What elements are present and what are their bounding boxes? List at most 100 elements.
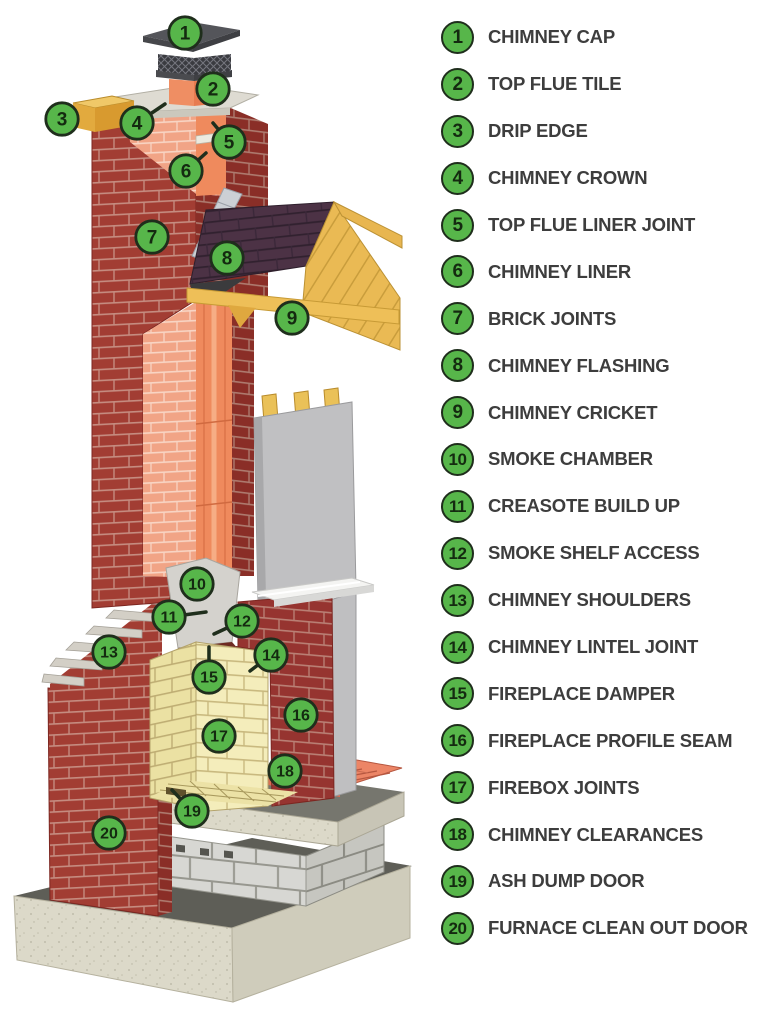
legend-label: CHIMNEY LINER: [488, 260, 632, 282]
diagram-marker-17: 17: [201, 718, 237, 754]
middle-cutaway: [143, 296, 254, 578]
marker-number: 15: [200, 670, 218, 687]
legend-number-badge: 2: [441, 67, 474, 101]
legend-label: CHIMNEY CLEARANCES: [488, 823, 703, 845]
legend-number: 11: [449, 496, 466, 516]
legend-item-7: 7 BRICK JOINTS: [430, 295, 764, 342]
legend-number: 20: [448, 918, 467, 938]
diagram-marker-4: 4: [119, 102, 167, 141]
legend-item-15: 15 FIREPLACE DAMPER: [430, 670, 764, 717]
legend-label: SMOKE CHAMBER: [488, 448, 653, 470]
legend-item-20: 20 FURNACE CLEAN OUT DOOR: [430, 905, 764, 952]
legend-item-9: 9 CHIMNEY CRICKET: [430, 389, 764, 436]
legend-number-badge: 14: [441, 630, 474, 664]
legend-label: ASH DUMP DOOR: [488, 870, 645, 892]
legend-number: 18: [448, 825, 467, 845]
diagram-marker-16: 16: [283, 697, 319, 733]
legend-number: 2: [452, 73, 463, 95]
roof-and-cricket: [186, 187, 403, 351]
diagram-marker-12: 12: [212, 603, 260, 639]
marker-circle: [224, 603, 260, 639]
legend-label: CHIMNEY CROWN: [488, 167, 648, 189]
legend-item-12: 12 SMOKE SHELF ACCESS: [430, 530, 764, 577]
marker-circle: [209, 240, 245, 276]
marker-circle: [211, 124, 247, 160]
legend-label: TOP FLUE LINER JOINT: [488, 214, 696, 235]
legend-number-badge: 4: [441, 161, 474, 195]
legend-number-badge: 5: [441, 208, 474, 242]
diagram-marker-19: 19: [170, 788, 210, 829]
legend-number: 5: [452, 214, 463, 236]
diagram-marker-6: 6: [168, 151, 208, 189]
marker-circle: [201, 718, 237, 754]
firebox: [149, 641, 298, 813]
diagram-marker-18: 18: [267, 753, 303, 789]
legend-item-14: 14 CHIMNEY LINTEL JOINT: [430, 624, 764, 671]
marker-number: 17: [210, 729, 228, 746]
legend-number: 4: [452, 167, 463, 189]
diagram-marker-10: 10: [179, 566, 215, 602]
legend-label: TOP FLUE TILE: [488, 73, 622, 95]
legend-number-badge: 19: [441, 864, 474, 898]
marker-circle: [91, 815, 127, 851]
marker-circle: [267, 753, 303, 789]
legend-number: 14: [448, 637, 467, 657]
diagram-marker-20: 20: [91, 815, 127, 851]
marker-number: 20: [100, 826, 118, 843]
legend-number-badge: 7: [441, 302, 474, 336]
marker-number: 16: [292, 708, 310, 725]
legend-number: 19: [448, 871, 467, 891]
legend-label: CHIMNEY SHOULDERS: [488, 589, 691, 611]
marker-circle: [167, 15, 203, 51]
marker-number: 8: [222, 249, 233, 270]
diagram-marker-9: 9: [274, 300, 310, 336]
mantel-shelf: [251, 577, 375, 607]
legend-number: 3: [452, 120, 463, 142]
legend-rows: 1 CHIMNEY CAP 2 TOP FLUE TILE 3 DRIP EDG…: [430, 14, 764, 952]
marker-number: 12: [233, 614, 251, 631]
legend-number: 16: [448, 731, 467, 751]
marker-circle: [151, 599, 187, 635]
legend-item-2: 2 TOP FLUE TILE: [430, 61, 764, 108]
marker-circle: [174, 793, 210, 829]
legend-item-5: 5 TOP FLUE LINER JOINT: [430, 202, 764, 249]
legend-label: FIREPLACE DAMPER: [488, 682, 675, 704]
marker-number: 19: [183, 804, 201, 821]
legend-number-badge: 11: [441, 489, 474, 523]
legend-label: DRIP EDGE: [488, 120, 588, 142]
marker-circle: [91, 634, 127, 670]
legend-label: CREASOTE BUILD UP: [488, 495, 680, 517]
legend-number-badge: 8: [441, 349, 474, 383]
marker-circle: [168, 153, 204, 189]
legend-label: CHIMNEY CAP: [488, 26, 615, 48]
marker-circle: [253, 637, 289, 673]
legend-number-badge: 20: [441, 911, 474, 945]
marker-number: 9: [287, 309, 298, 330]
legend-item-4: 4 CHIMNEY CROWN: [430, 155, 764, 202]
legend-number: 6: [452, 261, 463, 283]
legend-number-badge: 1: [441, 20, 474, 54]
legend-label: CHIMNEY LINTEL JOINT: [488, 636, 699, 658]
diagram-marker-8: 8: [209, 240, 245, 276]
marker-number: 5: [224, 133, 235, 154]
legend-number: 13: [448, 590, 467, 610]
marker-number: 7: [147, 228, 158, 249]
legend-number: 7: [452, 308, 463, 330]
diagram-marker-1: 1: [167, 15, 203, 51]
diagram-marker-7: 7: [134, 219, 170, 255]
legend-number-badge: 12: [441, 536, 474, 570]
marker-circle: [191, 659, 227, 695]
legend-label: FIREBOX JOINTS: [488, 776, 640, 798]
legend-number: 8: [452, 355, 463, 377]
legend-item-1: 1 CHIMNEY CAP: [430, 14, 764, 61]
legend-label: FURNACE CLEAN OUT DOOR: [488, 917, 748, 939]
marker-number: 18: [276, 764, 294, 781]
legend-label: BRICK JOINTS: [488, 307, 617, 329]
legend-number-badge: 15: [441, 677, 474, 711]
marker-number: 2: [208, 80, 219, 101]
interior-wall: [253, 387, 357, 798]
legend-label: CHIMNEY FLASHING: [488, 354, 670, 376]
legend-number-badge: 9: [441, 396, 474, 430]
